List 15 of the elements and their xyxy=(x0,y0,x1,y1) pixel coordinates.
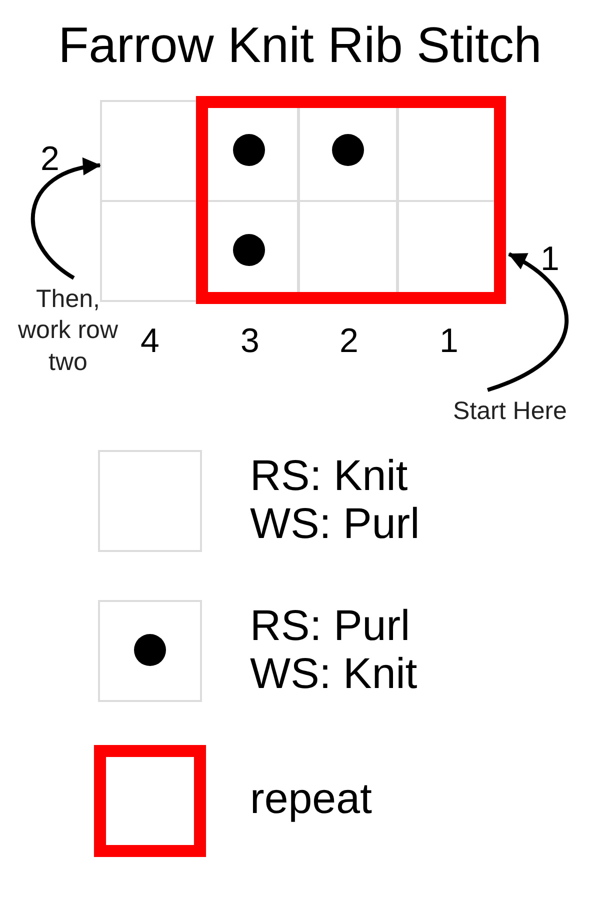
note-text: Then, work row two xyxy=(10,284,126,378)
arrow xyxy=(31,158,101,280)
arrow xyxy=(486,252,569,392)
legend-text: repeat xyxy=(250,775,373,824)
note-text: Start Here xyxy=(430,396,590,428)
repeat-frame xyxy=(196,96,506,304)
legend-text: RS: Knit WS: Purl xyxy=(250,452,421,548)
chart-title: Farrow Knit Rib Stitch xyxy=(57,18,543,73)
column-number: 1 xyxy=(438,324,460,358)
column-number: 4 xyxy=(140,324,160,358)
row-number: 1 xyxy=(540,242,560,276)
row-number: 2 xyxy=(40,142,60,176)
column-number: 3 xyxy=(240,324,260,358)
column-number: 2 xyxy=(338,324,360,358)
legend-text: RS: Purl WS: Knit xyxy=(250,602,418,698)
